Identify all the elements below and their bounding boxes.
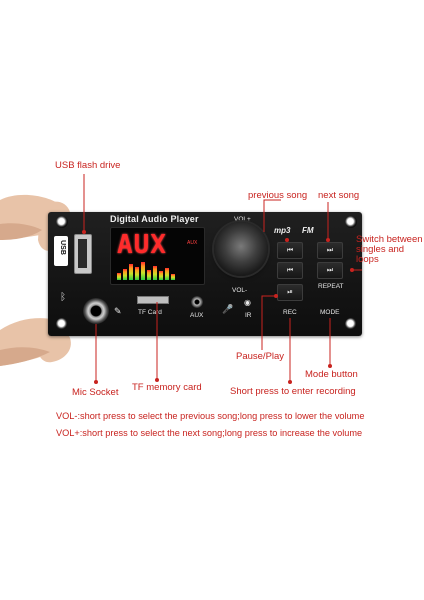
label-pause-play: Pause/Play <box>236 351 285 362</box>
label-next-song: next song <box>318 190 360 201</box>
usb-sticker: USB <box>54 236 68 266</box>
lcd-small-text: AUX <box>187 240 198 246</box>
label-mode-button: Mode button <box>305 369 358 380</box>
label-switch-between: Switch between <box>356 234 423 245</box>
previous-song-button[interactable]: ⏮ <box>277 242 303 259</box>
eq-bar <box>159 271 163 280</box>
label-previous-song: previous song <box>248 190 308 201</box>
bluetooth-icon: ᛒ <box>60 292 66 303</box>
next-icon: ⏭ <box>326 246 334 254</box>
mode-label: MODE <box>320 309 340 316</box>
label-tf-memory-card: TF memory card <box>132 382 202 393</box>
next-song-button[interactable]: ⏭ <box>317 242 343 259</box>
label-mic-socket: Mic Socket <box>72 387 119 398</box>
microphone-icon: 🎤 <box>222 304 234 314</box>
vol-plus-label: VOL+ <box>234 216 251 223</box>
repeat-label: REPEAT <box>318 283 344 290</box>
fm-logo: FM <box>302 226 314 235</box>
rec-label: REC <box>283 309 297 316</box>
label-recording: Short press to enter recording <box>230 386 356 397</box>
eq-bar <box>147 270 151 280</box>
eq-bar <box>129 264 133 280</box>
fm-text: FM <box>302 226 314 235</box>
mount-hole-bottom-left <box>56 318 68 330</box>
usb-port[interactable] <box>74 234 92 274</box>
tf-card-slot[interactable] <box>137 296 169 304</box>
eq-bar <box>135 267 139 280</box>
aux-label: AUX <box>190 312 204 319</box>
ir-sensor-icon: ◉ <box>244 298 251 307</box>
previous-icon: ⏮ <box>286 246 294 254</box>
label-singles-and: singles and <box>356 244 405 255</box>
note-vol-plus: VOL+:short press to select the next song… <box>56 428 363 438</box>
eq-bars <box>117 262 175 280</box>
prev-track-button-2[interactable]: ⏮ <box>277 262 303 279</box>
play-pause-button[interactable]: ⏯ <box>277 284 303 301</box>
eq-bar <box>153 266 157 280</box>
eq-bar <box>117 273 121 280</box>
eq-bar <box>123 269 127 280</box>
lcd-main-text: AUX <box>117 230 167 260</box>
mic-symbol-icon: ✎ <box>114 306 122 316</box>
repeat-button[interactable]: ⏭ <box>317 262 343 279</box>
repeat-icon: ⏭ <box>326 266 334 274</box>
play-pause-icon: ⏯ <box>287 288 293 296</box>
note-vol-minus: VOL-:short press to select the previous … <box>56 411 365 421</box>
tf-card-label: TF Card <box>138 309 162 316</box>
mount-hole-bottom-right <box>345 318 357 330</box>
mount-hole-top-right <box>345 216 357 228</box>
mp3-logo: mp3 <box>274 226 290 235</box>
label-loops: loops <box>356 254 379 265</box>
ir-label: IR <box>245 312 252 319</box>
vol-minus-label: VOL- <box>232 287 248 294</box>
mic-socket[interactable] <box>83 298 109 324</box>
eq-bar <box>141 262 145 280</box>
label-usb-flash-drive: USB flash drive <box>55 160 121 171</box>
panel-title: Digital Audio Player <box>110 214 199 224</box>
volume-knob[interactable] <box>214 222 268 276</box>
prev-icon-2: ⏮ <box>286 266 294 274</box>
eq-bar <box>165 268 169 280</box>
aux-jack[interactable] <box>191 296 203 308</box>
eq-bar <box>171 274 175 280</box>
lcd-display: AUX AUX <box>110 227 205 285</box>
mount-hole-top-left <box>56 216 68 228</box>
mp3-text: mp3 <box>274 226 291 235</box>
